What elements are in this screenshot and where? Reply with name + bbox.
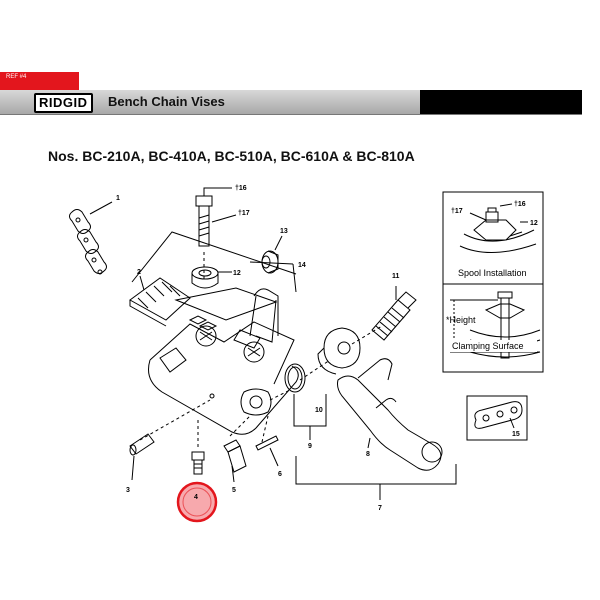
spool-installation-caption: Spool Installation	[458, 268, 527, 278]
screw-part-4[interactable]	[191, 451, 205, 475]
height-label: *Height	[446, 315, 476, 325]
pin-part-5[interactable]	[223, 439, 247, 473]
callout-4: 4	[194, 494, 198, 501]
callout-15: 15	[512, 431, 520, 438]
inset-callout-16: †16	[514, 201, 526, 208]
ref-tag: REF #4	[0, 72, 79, 90]
callout-13: 13	[280, 228, 288, 235]
inset-link-part-15	[466, 395, 528, 441]
bolt-part-16[interactable]	[195, 195, 213, 247]
highlight-part-4[interactable]: 4	[176, 481, 218, 523]
jaw-part-2[interactable]	[129, 277, 191, 327]
callout-11: 11	[392, 273, 400, 280]
callout-12: 12	[233, 270, 241, 277]
highlight-ring[interactable]	[176, 481, 218, 523]
callout-6: 6	[278, 471, 282, 478]
ridgid-logo: RIDGID	[34, 93, 93, 113]
vise-body[interactable]	[148, 287, 299, 435]
callout-2: 2	[137, 269, 141, 276]
callout-1: 1	[116, 195, 120, 202]
header-band-dark	[420, 90, 582, 114]
callout-17: †17	[238, 210, 250, 217]
collar-part-10[interactable]	[284, 327, 361, 393]
callout-3: 3	[126, 487, 130, 494]
callout-5: 5	[232, 487, 236, 494]
callout-7: 7	[378, 505, 382, 512]
inset-callout-12: 12	[530, 220, 538, 227]
inset-clamping-height	[442, 283, 544, 373]
stud-part-11[interactable]	[371, 291, 417, 341]
part-14-bracket-line	[131, 231, 297, 283]
callout-16: †16	[235, 185, 247, 192]
spool-part-12[interactable]	[191, 266, 219, 289]
handle-part-8[interactable]	[337, 358, 443, 471]
chain-part-1[interactable]	[69, 209, 107, 275]
models-heading: Nos. BC-210A, BC-410A, BC-510A, BC-610A …	[48, 148, 415, 164]
pin-part-6[interactable]	[255, 435, 279, 451]
callout-8: 8	[366, 451, 370, 458]
callout-10: 10	[315, 407, 323, 414]
callout-14: 14	[298, 262, 306, 269]
callout-9: 9	[308, 443, 312, 450]
bushing-part-13[interactable]	[261, 250, 279, 274]
inset-callout-17: †17	[451, 208, 463, 215]
clamping-surface-label: Clamping Surface	[452, 341, 524, 351]
header-rule	[0, 114, 582, 115]
pin-part-3[interactable]	[129, 433, 155, 456]
page-title: Bench Chain Vises	[108, 94, 225, 109]
